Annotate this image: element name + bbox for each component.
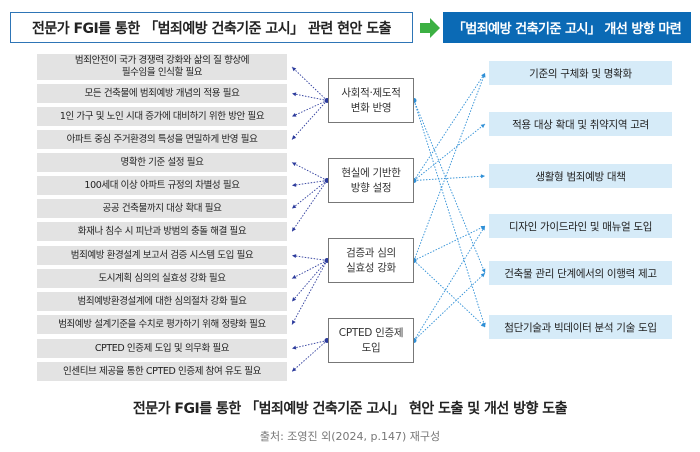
arrowhead-icon xyxy=(292,67,297,72)
issue-link xyxy=(291,162,328,181)
issue-item: 1인 가구 및 노인 시대 증가에 대비하기 위한 방안 필요 xyxy=(37,107,287,126)
issue-item: 명확한 기준 설정 필요 xyxy=(37,153,287,172)
direction-link xyxy=(413,100,486,328)
arrowhead-icon xyxy=(292,162,297,167)
category-box: 검증과 심의 실효성 강화 xyxy=(328,238,414,283)
arrowhead-icon xyxy=(481,322,486,327)
direction-link xyxy=(413,260,486,328)
direction-box: 적용 대상 확대 및 취약지역 고려 xyxy=(489,112,672,136)
arrowhead-icon xyxy=(292,227,296,232)
issue-link xyxy=(291,180,328,209)
issue-link xyxy=(291,260,328,279)
category-box: 현실에 기반한 방향 설정 xyxy=(328,158,414,203)
arrowhead-icon xyxy=(292,113,297,117)
arrowhead-icon xyxy=(481,268,486,273)
issue-item: CPTED 인증제 도입 및 의무화 필요 xyxy=(37,339,287,358)
arrowhead-icon xyxy=(481,226,485,231)
direction-link xyxy=(413,225,486,341)
issue-link xyxy=(291,66,328,101)
arrowhead-icon xyxy=(481,73,486,78)
right-arrow-icon xyxy=(420,18,440,38)
direction-link xyxy=(413,175,486,181)
figure-caption: 전문가 FGI를 통한 「범죄예방 건축기준 고시」 현안 도출 및 개선 방향… xyxy=(132,401,568,417)
arrowhead-icon xyxy=(480,273,485,278)
issue-link xyxy=(291,340,328,349)
issue-item: 범죄예방 환경설계 보고서 검증 시스템 도입 필요 xyxy=(37,246,287,265)
direction-link xyxy=(413,100,486,274)
direction-box: 기준의 구체화 및 명확화 xyxy=(489,61,672,85)
arrowhead-icon xyxy=(292,274,297,279)
arrowhead-icon xyxy=(292,297,297,302)
issue-link xyxy=(291,340,328,372)
issue-item: 100세대 이상 아파트 규정의 차별성 필요 xyxy=(37,176,287,195)
arrowhead-icon xyxy=(292,135,297,140)
issue-item: 인센티브 제공을 통한 CPTED 인증제 참여 유도 필요 xyxy=(37,362,287,381)
direction-link xyxy=(413,72,486,181)
issue-item: 범죄안전이 국가 경쟁력 강화와 삶의 질 향상에 필수임을 인식할 필요 xyxy=(37,54,287,80)
direction-link xyxy=(413,225,486,261)
figure-source: 출처: 조영진 외(2024, p.147) 재구성 xyxy=(259,430,441,443)
issue-item: 모든 건축물에 범죄예방 개념의 적용 필요 xyxy=(37,84,287,103)
issue-item: 범죄예방환경설계에 대한 심의절차 강화 필요 xyxy=(37,292,287,311)
arrowhead-icon xyxy=(480,225,485,230)
issue-link xyxy=(291,255,328,261)
arrowhead-icon xyxy=(292,367,297,372)
direction-box: 건축물 관리 단계에서의 이행력 제고 xyxy=(489,261,672,285)
issue-link xyxy=(291,100,328,117)
arrowhead-icon xyxy=(292,254,297,259)
issue-link xyxy=(291,260,328,325)
arrowhead-icon xyxy=(292,182,297,187)
issue-item: 범죄예방 설계기준을 수치로 평가하기 위해 정량화 필요 xyxy=(37,315,287,334)
issue-item: 도시계획 심의의 실효성 강화 필요 xyxy=(37,269,287,288)
arrowhead-icon xyxy=(480,174,485,179)
category-box: 사회적·제도적 변화 반영 xyxy=(328,78,414,123)
arrowhead-icon xyxy=(480,322,485,327)
issue-item: 화재나 침수 시 피난과 방범의 충돌 해결 필요 xyxy=(37,222,287,241)
arrowhead-icon xyxy=(480,124,485,129)
direction-box: 디자인 가이드라인 및 매뉴얼 도입 xyxy=(489,214,672,238)
issue-item: 공공 건축물까지 대상 확대 필요 xyxy=(37,199,287,218)
header-current-issues-title: 전문가 FGI를 통한 「범죄예방 건축기준 고시」 관련 현안 도출 xyxy=(10,12,413,43)
arrowhead-icon xyxy=(292,204,297,209)
direction-link xyxy=(413,123,486,181)
issue-link xyxy=(291,93,328,101)
header-improvement-title: 「범죄예방 건축기준 고시」 개선 방향 마련 xyxy=(443,12,691,43)
issue-link xyxy=(291,180,328,186)
issue-link xyxy=(291,100,328,140)
issue-link xyxy=(291,180,328,232)
arrowhead-icon xyxy=(481,73,485,78)
arrowhead-icon xyxy=(292,320,296,325)
arrowhead-icon xyxy=(292,92,297,97)
direction-link xyxy=(413,72,486,261)
issue-item: 아파트 중심 주거환경의 특성을 면밀하게 반영 필요 xyxy=(37,130,287,149)
issue-link xyxy=(291,260,328,302)
direction-box: 첨단기술과 빅데이터 분석 기술 도입 xyxy=(489,315,672,339)
category-box: CPTED 인증제 도입 xyxy=(328,318,414,363)
arrowhead-icon xyxy=(292,345,297,350)
direction-box: 생활형 범죄예방 대책 xyxy=(489,164,672,188)
direction-link xyxy=(413,272,486,341)
